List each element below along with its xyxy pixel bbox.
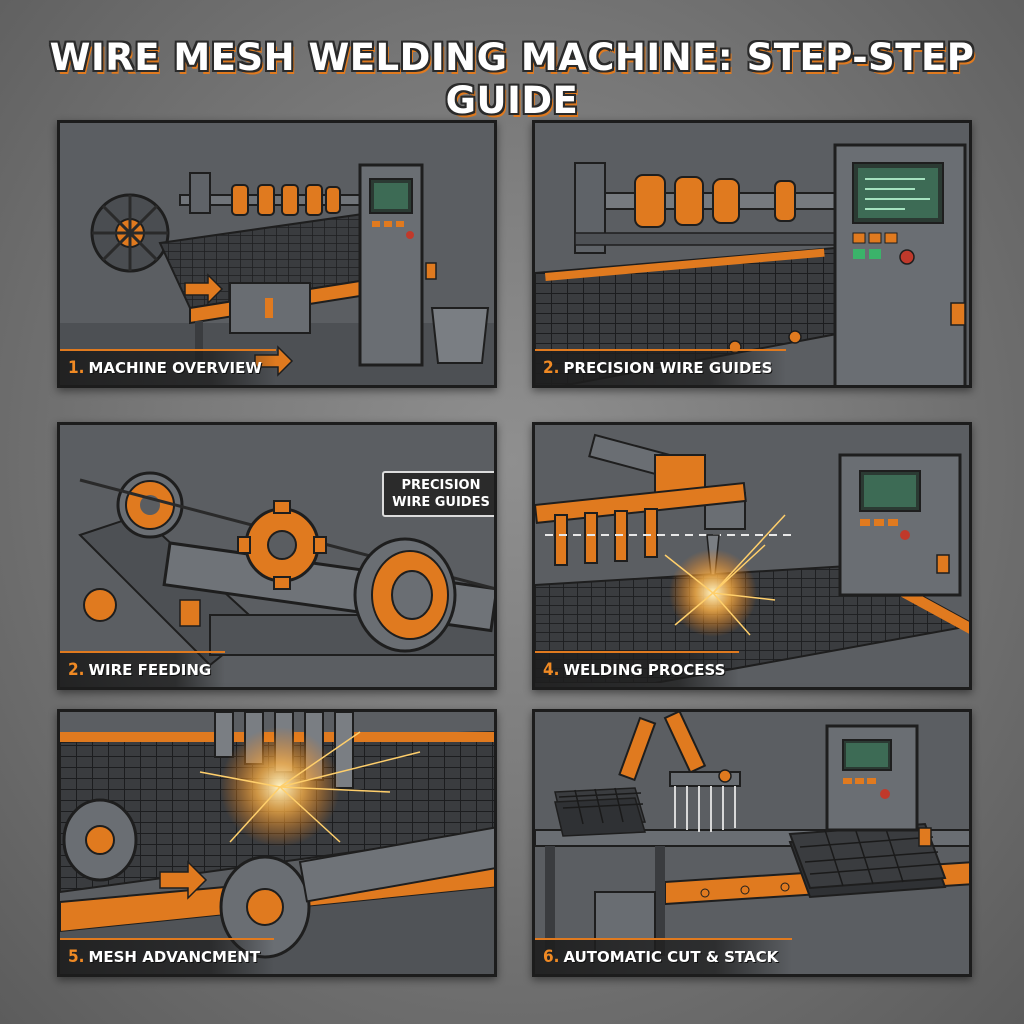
precision-wire-guides-callout: PRECISION WIRE GUIDES	[382, 471, 494, 517]
panel-machine-overview: 1. MACHINE OVERVIEW	[57, 120, 497, 388]
panel-mesh-advancement: 5. MESH ADVANCMENT	[57, 709, 497, 977]
step-label: MACHINE OVERVIEW	[88, 359, 262, 377]
step-label: AUTOMATIC CUT & STACK	[563, 948, 779, 966]
machine-overview-illustration	[60, 123, 494, 385]
panel-5-caption: 5. MESH ADVANCMENT	[60, 938, 274, 974]
panel-automatic-cut-stack: 6. AUTOMATIC CUT & STACK	[532, 709, 972, 977]
step-label: PRECISION WIRE GUIDES	[563, 359, 773, 377]
panel-1-caption: 1. MACHINE OVERVIEW	[60, 349, 276, 385]
step-label: WIRE FEEDING	[88, 661, 212, 679]
panel-4-caption: 4. WELDING PROCESS	[535, 651, 740, 687]
step-number: 4.	[543, 660, 560, 680]
welding-process-illustration	[535, 425, 969, 683]
step-number: 1.	[68, 358, 85, 378]
step-label: WELDING PROCESS	[563, 661, 726, 679]
wire-guides-illustration	[535, 123, 969, 385]
cut-and-stack-illustration	[535, 712, 969, 974]
step-number: 2.	[68, 660, 85, 680]
step-number: 5.	[68, 947, 85, 967]
wire-feeding-illustration	[60, 425, 494, 683]
page-title: WIRE MESH WELDING MACHINE: STEP-STEP GUI…	[49, 36, 975, 122]
panel-welding-process: 4. WELDING PROCESS	[532, 422, 972, 690]
panel-6-caption: 6. AUTOMATIC CUT & STACK	[535, 938, 793, 974]
step-number: 6.	[543, 947, 560, 967]
step-number: 2.	[543, 358, 560, 378]
panel-2-caption: 2. PRECISION WIRE GUIDES	[535, 349, 787, 385]
panel-wire-feeding: PRECISION WIRE GUIDES 2. WIRE FEEDING	[57, 422, 497, 690]
step-label: MESH ADVANCMENT	[88, 948, 260, 966]
panel-3-caption: 2. WIRE FEEDING	[60, 651, 226, 687]
panel-precision-wire-guides: 2. PRECISION WIRE GUIDES	[532, 120, 972, 388]
